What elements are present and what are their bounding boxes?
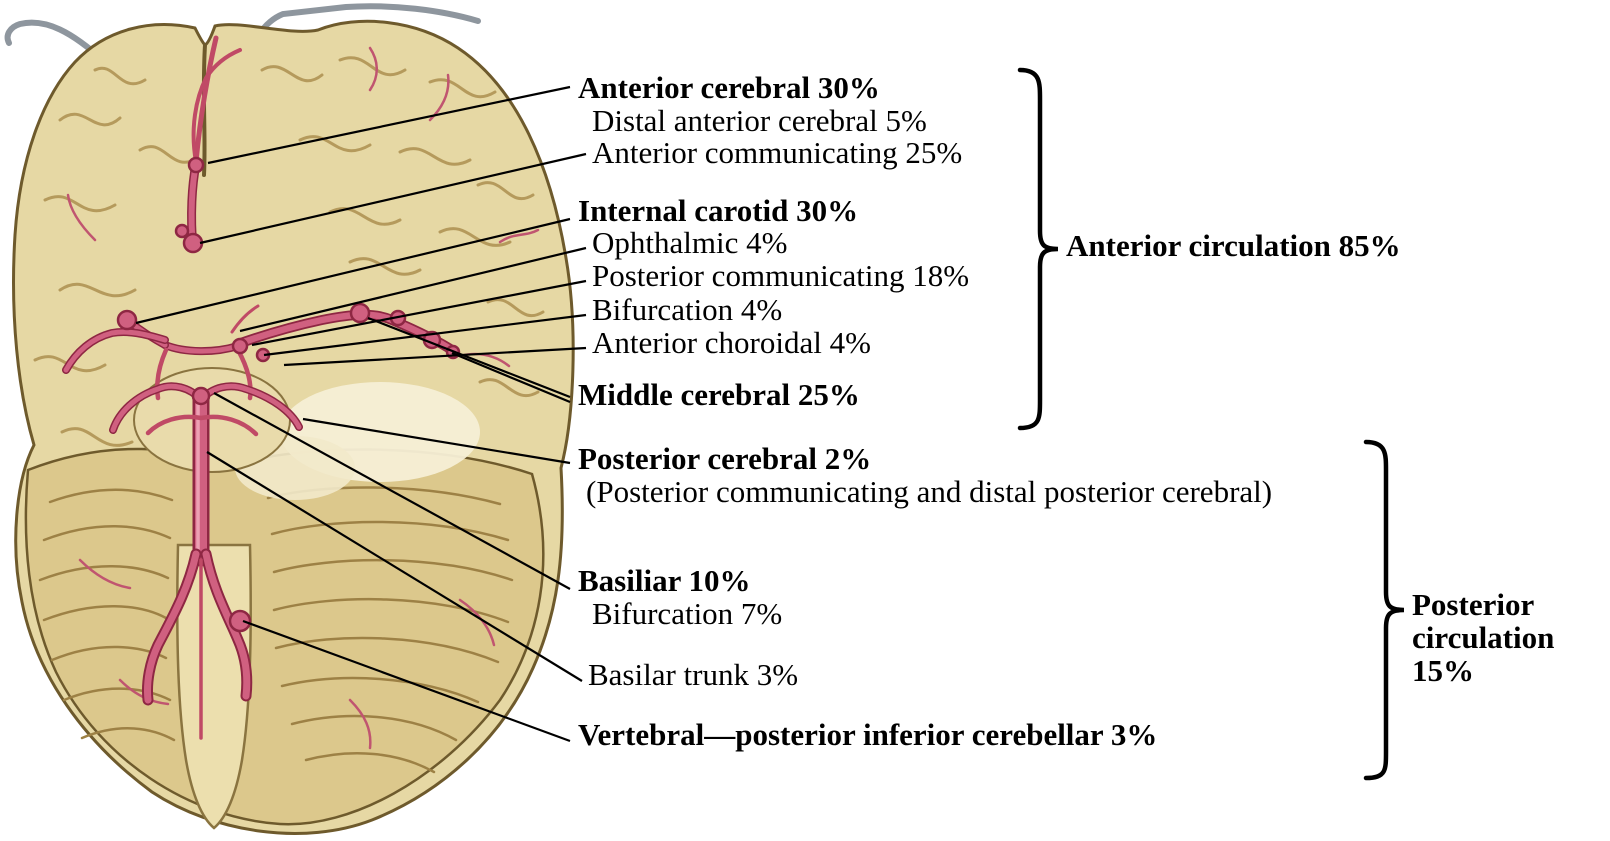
leader-middle-cerebral-b — [451, 351, 571, 404]
label-ophthalmic: Ophthalmic 4% — [592, 225, 788, 260]
leader-basiliar — [213, 392, 571, 590]
label-internal-carotid: Internal carotid 30% — [578, 193, 859, 228]
leader-internal-carotid — [135, 217, 571, 325]
ophthalmic-artery — [230, 304, 260, 334]
label-vertebral-pica: Vertebral—posterior inferior cerebellar … — [578, 717, 1158, 752]
label-basilar-trunk: Basilar trunk 3% — [588, 657, 799, 692]
leader-bifurcation — [263, 313, 587, 357]
superior-cerebellar-arteries — [145, 414, 259, 437]
leader-middle-cerebral-a — [367, 316, 571, 399]
distal-anterior-cerebral-artery — [193, 35, 219, 165]
leader-ophthalmic — [239, 246, 587, 333]
anterior-circulation-brace — [1017, 67, 1059, 431]
label-posterior-communicating: Posterior communicating 18% — [592, 258, 970, 293]
label-posterior-circulation: Posterior circulation 15% — [1412, 588, 1554, 687]
leader-vertebral-pica — [242, 619, 571, 743]
leader-anterior-cerebral — [207, 85, 571, 165]
gyri-texture — [33, 56, 545, 447]
label-anterior-communicating: Anterior communicating 25% — [592, 135, 963, 170]
label-anterior-choroidal: Anterior choroidal 4% — [592, 325, 871, 360]
posterior-circulation-line2: circulation — [1412, 620, 1555, 655]
posterior-circulation-line3: 15% — [1412, 653, 1474, 688]
label-basilar-bifurcation: Bifurcation 7% — [592, 596, 783, 631]
cerebellum-striations — [38, 486, 514, 774]
label-anterior-circulation: Anterior circulation 85% — [1066, 228, 1401, 263]
label-anterior-cerebral: Anterior cerebral 30% — [578, 70, 880, 105]
label-middle-cerebral: Middle cerebral 25% — [578, 377, 860, 412]
label-distal-anterior-cerebral: Distal anterior cerebral 5% — [592, 103, 927, 138]
label-posterior-cerebral: Posterior cerebral 2% — [578, 441, 872, 476]
leader-anterior-communicating — [199, 152, 587, 245]
leader-posterior-communicating — [251, 279, 587, 347]
label-basiliar: Basiliar 10% — [578, 563, 751, 598]
posterior-circulation-line1: Posterior — [1412, 587, 1535, 622]
posterior-circulation-brace — [1363, 439, 1405, 781]
leader-posterior-cerebral — [302, 417, 571, 465]
leader-basilar-trunk — [206, 451, 583, 682]
leader-lines — [135, 85, 587, 743]
label-posterior-cerebral-note: (Posterior communicating and distal post… — [586, 474, 1273, 509]
label-bifurcation: Bifurcation 4% — [592, 292, 783, 327]
leader-anterior-choroidal — [283, 346, 587, 367]
braces — [1017, 67, 1405, 781]
